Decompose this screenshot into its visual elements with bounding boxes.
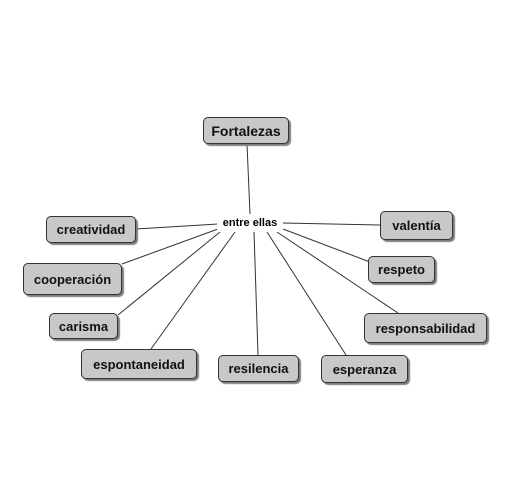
connector-label: entre ellas [217, 214, 283, 232]
node-respeto[interactable]: respeto [368, 256, 435, 283]
node-carisma[interactable]: carisma [49, 313, 118, 339]
link-hub-creatividad [135, 223, 219, 230]
link-hub-valentia [282, 222, 381, 226]
link-hub-cooperacion [121, 228, 219, 265]
link-hub-responsabilidad [276, 231, 399, 314]
node-valentia[interactable]: valentía [380, 211, 453, 240]
node-esperanza[interactable]: esperanza [321, 355, 408, 383]
node-espontaneidad[interactable]: espontaneidad [81, 349, 197, 379]
link-hub-resilencia [253, 231, 259, 356]
node-fortalezas[interactable]: Fortalezas [203, 117, 289, 144]
link-root-hub [246, 143, 251, 215]
link-hub-respeto [282, 228, 371, 263]
link-hub-esperanza [266, 231, 347, 356]
link-hub-espontaneidad [150, 231, 236, 350]
link-hub-carisma [117, 231, 221, 316]
node-creatividad[interactable]: creatividad [46, 216, 136, 243]
node-responsabilidad[interactable]: responsabilidad [364, 313, 487, 343]
node-resilencia[interactable]: resilencia [218, 355, 299, 382]
node-cooperacion[interactable]: cooperación [23, 263, 122, 295]
